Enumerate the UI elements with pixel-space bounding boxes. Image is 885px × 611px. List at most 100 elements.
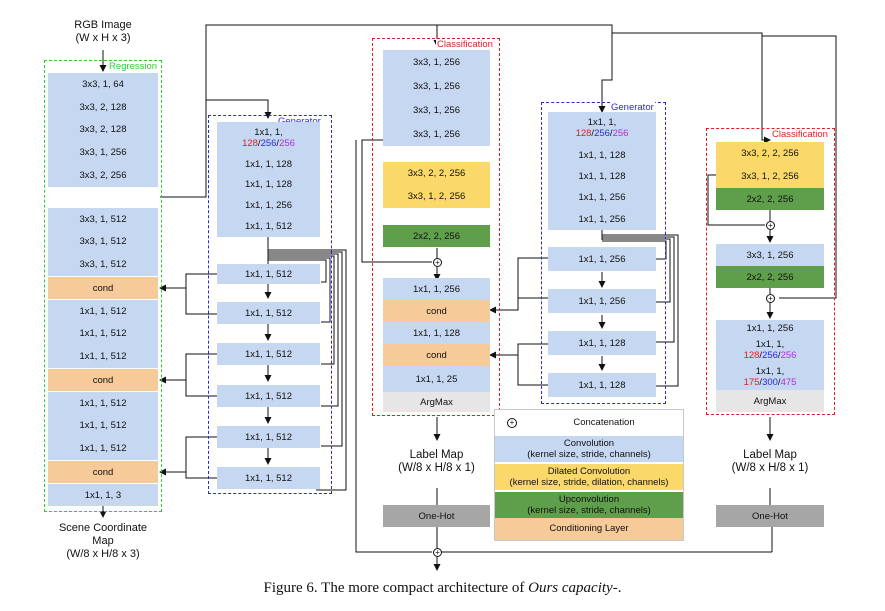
cond-label: cond [92,466,114,478]
layer-label: 3x3, 2, 256 [79,170,127,182]
layer-label: 1x1, 1, 512 [244,307,292,319]
classification-mid-cond-2: cond [383,344,490,366]
layer-label: 1x1, 1, 128 [244,179,292,191]
legend-up-title: Upconvolution [558,494,620,505]
regression-cond-3: cond [48,461,158,483]
classification-frame-mid-title: Classification [436,39,494,50]
layer-label: 1x1, 1, 512 [79,420,127,432]
layer-label: 1x1, 1, 512 [79,397,127,409]
classification-mid-argmax: ArgMax [383,392,490,412]
generator-right-head: 1x1, 1, 128/256/256 [576,117,629,139]
head-channels: 128/256/256 [575,128,629,140]
head-channels: 128/256/256 [242,137,295,149]
tail-prefix: 1x1, 1, [755,338,785,350]
onehot-label: One-Hot [752,510,788,522]
channel-a: 128 [575,128,592,140]
generator-right-trunk: 1x1, 1, 128/256/256 1x1, 1, 128 1x1, 1, … [548,112,656,230]
channel-c: 475 [780,376,797,388]
regression-output-layer: 1x1, 1, 3 [48,484,158,506]
layer-label: 1x1, 1, 25 [415,373,458,385]
argmax-label: ArgMax [753,395,787,407]
layer-label: 3x3, 1, 512 [79,236,127,248]
classification-frame-mid [372,38,500,416]
classification-mid-conv: 1x1, 1, 256 [383,278,490,300]
onehot-mid: One-Hot [383,505,490,527]
label-map-dims: (W/8 x H/8 x 1) [398,462,475,474]
channel-b: 300 [762,376,778,388]
channel-c: 256 [780,349,797,361]
classification-mid-conv-2: 1x1, 1, 128 [383,322,490,344]
layer-label: 1x1, 1, 128 [578,149,626,161]
caption-italic: Ours capacity [528,580,613,596]
layer-label: 1x1, 1, 512 [79,351,127,363]
layer-label: 1x1, 1, 256 [578,192,626,204]
legend-conv-title: Convolution [563,438,615,449]
channel-b: 256 [260,137,277,149]
legend-dil-sub: (kernel size, stride, dilation, channels… [509,477,669,488]
layer-label: 1x1, 1, 128 [578,170,626,182]
generator-right-branch-4: 1x1, 1, 128 [548,373,656,397]
layer-label: 2x2, 2, 256 [746,193,794,205]
channel-a: 128 [242,137,258,149]
layer-label: 3x3, 2, 2, 256 [741,148,799,159]
regression-frame [44,60,162,512]
classification-frame-right [706,128,835,415]
layer-label: 1x1, 1, 512 [244,348,292,360]
tail-layer-3: 1x1, 1, 175/300/475 [744,366,797,388]
layer-label: 1x1, 1, 512 [79,443,127,455]
layer-label: 2x2, 2, 256 [746,271,794,283]
figure-caption: Figure 6. The more compact architecture … [0,580,885,597]
rgb-image-dims: (W x H x 3) [75,32,131,44]
onehot-right: One-Hot [716,505,824,527]
classification-frame-right-title: Classification [771,129,829,140]
cond-label: cond [92,282,114,294]
generator-right-branch-3: 1x1, 1, 128 [548,331,656,355]
classification-mid-output: 1x1, 1, 25 [383,366,490,392]
classification-right-upconv-1: 2x2, 2, 256 [716,188,824,210]
layer-label: 1x1, 1, 3 [84,489,122,501]
layer-label: 1x1, 1, 128 [578,379,626,391]
concat-icon: + [507,418,517,428]
layer-label: 3x3, 1, 512 [79,213,127,225]
concat-icon: + [433,258,442,267]
cond-label: cond [426,349,447,361]
legend-cond-title: Conditioning Layer [549,523,629,534]
layer-label: 1x1, 1, 256 [578,253,626,265]
layer-label: 3x3, 1, 256 [412,128,460,140]
generator-left-branch-4: 1x1, 1, 512 [217,385,320,407]
generator-right-branch-1: 1x1, 1, 256 [548,247,656,271]
generator-frame-right-title: Generator [610,102,655,113]
layer-label: 3x3, 1, 256 [412,56,460,68]
layer-label: 1x1, 1, 512 [244,472,292,484]
generator-left-trunk: 1x1, 1, 128/256/256 1x1, 1, 128 1x1, 1, … [217,122,320,237]
channel-c: 256 [612,128,629,140]
label-map-title: Label Map [409,449,464,461]
head-prefix: 1x1, 1, [254,126,283,138]
scene-coordinate-title-2: Map [92,535,114,547]
classification-right-dilated: 3x3, 2, 2, 256 3x3, 1, 2, 256 [716,142,824,188]
classification-right-upconv-2: 2x2, 2, 256 [716,266,824,288]
layer-label: 3x3, 1, 64 [82,78,124,90]
regression-cond-2: cond [48,369,158,391]
scene-coordinate-title: Scene Coordinate [58,522,148,534]
caption-suffix: -. [612,580,622,596]
layer-label: 1x1, 1, 128 [412,327,460,339]
label-map-right: Label Map (W/8 x H/8 x 1) [716,449,824,475]
argmax-label: ArgMax [420,396,453,408]
generator-frame-left-title: Generator [277,116,322,127]
regression-fc-block-1: 1x1, 1, 512 1x1, 1, 512 1x1, 1, 512 [48,300,158,368]
layer-label: 1x1, 1, 512 [244,221,292,233]
legend-convolution: Convolution (kernel size, stride, channe… [495,436,683,462]
tail-layer-2: 1x1, 1, 128/256/256 [744,339,797,361]
layer-label: 1x1, 1, 128 [244,158,292,170]
classification-mid-cond-1: cond [383,300,490,322]
channel-a: 175 [743,376,760,388]
regression-encoder-block: 3x3, 1, 64 3x3, 2, 128 3x3, 2, 128 3x3, … [48,73,158,187]
legend-upconvolution: Upconvolution (kernel size, stride, chan… [495,492,683,518]
channel-b: 256 [762,349,778,361]
regression-frame-title: Regression [108,61,159,72]
layer-label: 1x1, 1, 256 [746,322,794,334]
generator-right-branch-2: 1x1, 1, 256 [548,289,656,313]
generator-left-branch-2: 1x1, 1, 512 [217,302,320,324]
